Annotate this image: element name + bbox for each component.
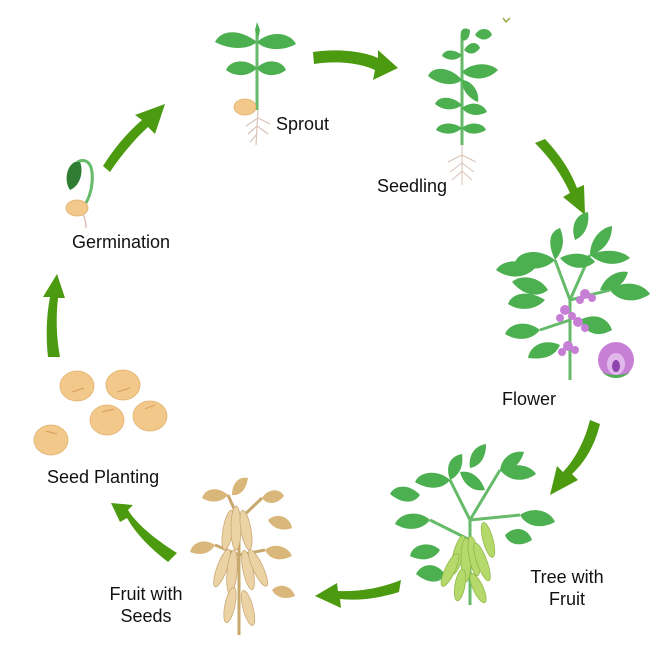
fruiting-plant-illustration-icon	[390, 444, 555, 605]
stage-label-seed-planting: Seed Planting	[47, 467, 160, 487]
arrow-sprout-to-seedling-icon	[313, 50, 398, 80]
sprout-illustration-icon	[215, 22, 296, 146]
flowering-plant-illustration-icon	[496, 212, 650, 380]
arrow-germination-to-sprout-icon	[103, 104, 165, 172]
germinating-seed-illustration-icon	[65, 159, 94, 229]
arrow-fruit-to-seeds-icon	[315, 580, 401, 608]
arrow-planting-to-germination-icon	[43, 274, 65, 357]
arrow-seedling-to-flower-icon	[535, 139, 585, 215]
stage-label-tree-with-fruit-line2: Fruit	[549, 589, 585, 609]
seeds-illustration-icon	[33, 369, 168, 456]
seedling-illustration-icon	[428, 17, 511, 185]
stage-label-tree-with-fruit-line1: Tree with	[530, 567, 604, 587]
stage-label-fruit-with-seeds-line2: Seeds	[120, 606, 172, 626]
arrow-seeds-to-planting-icon	[111, 503, 177, 562]
dry-plant-with-pods-illustration-icon	[190, 477, 295, 635]
stage-label-fruit-with-seeds-line1: Fruit with	[109, 584, 183, 604]
stage-label-germination: Germination	[72, 232, 171, 252]
stage-label-flower: Flower	[502, 389, 557, 409]
stage-label-tree-with-fruit: Tree with Fruit	[522, 566, 612, 610]
stage-label-fruit-with-seeds: Fruit with Seeds	[98, 583, 194, 627]
stage-label-sprout: Sprout	[276, 114, 330, 134]
stage-label-seedling: Seedling	[377, 176, 448, 196]
arrow-flower-to-fruit-icon	[550, 420, 600, 495]
